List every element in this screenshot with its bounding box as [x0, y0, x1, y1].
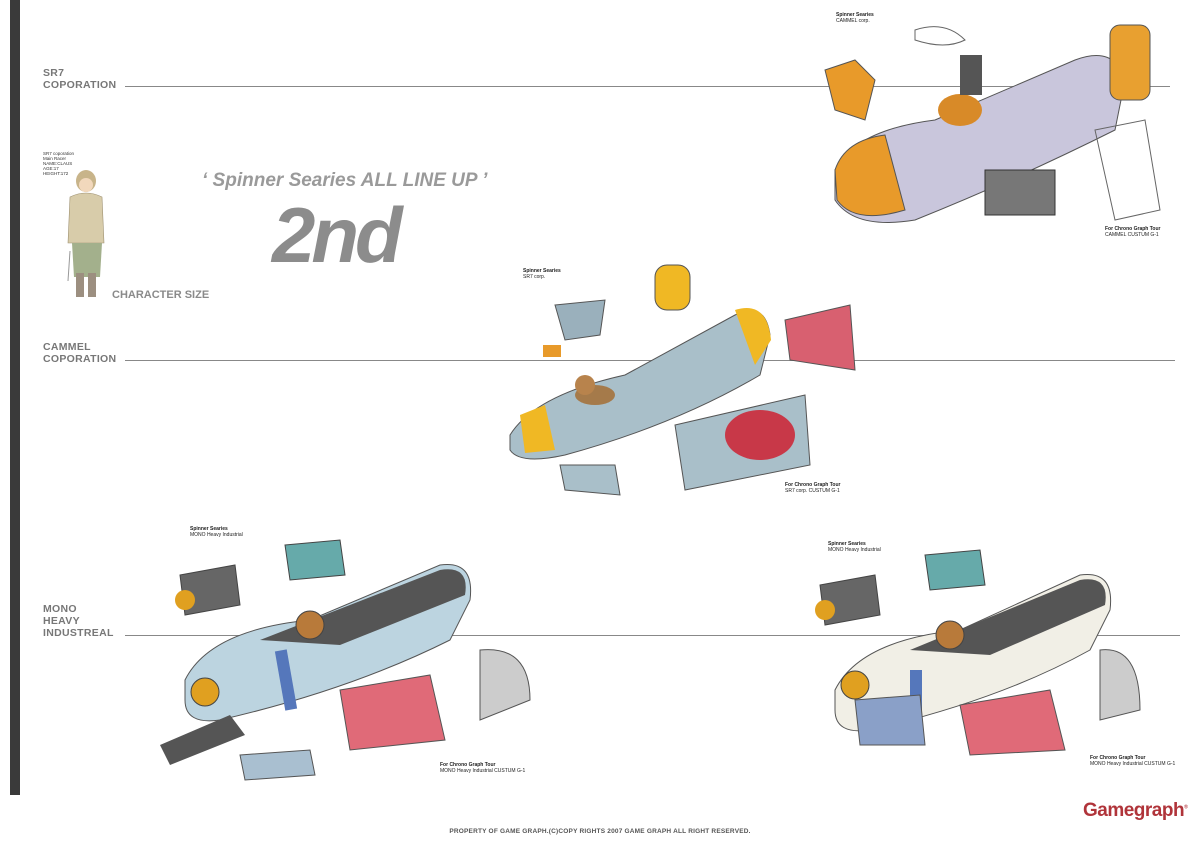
info-line: Main Racer [43, 156, 67, 161]
section-mono: MONO HEAVY INDUSTREAL [43, 603, 114, 639]
section-divider [125, 360, 1175, 361]
section-label: SR7 [43, 67, 65, 79]
sheet-caption: For Chrono Graph Tour CAMMEL CUSTUM G-1 [1105, 226, 1160, 238]
section-label: COPORATION [43, 353, 117, 365]
corp-name: CAMMEL corp. [836, 18, 870, 24]
section-divider [125, 635, 1180, 636]
sheet-caption: For Chrono Graph Tour SR7 corp. CUSTUM G… [785, 482, 840, 494]
character-size-label: CHARACTER SIZE [112, 289, 210, 301]
series-name: Spinner Searies [523, 268, 561, 274]
sheet-label: Spinner Searies SR7 corp. [523, 268, 561, 280]
section-label: CAMMEL [43, 341, 91, 353]
section-label: HEAVY [43, 615, 80, 627]
caption-model: SR7 corp. CUSTUM G-1 [785, 488, 840, 494]
info-line: NAME:CLAUS [43, 161, 73, 166]
series-name: Spinner Searies [828, 541, 866, 547]
caption-title: For Chrono Graph Tour [1090, 755, 1146, 761]
vehicle-illustration-cammel [824, 24, 1161, 223]
sheet-label: Spinner Searies CAMMEL corp. [836, 12, 874, 24]
series-name: Spinner Searies [836, 12, 874, 18]
section-label: MONO [43, 603, 77, 615]
section-cammel: CAMMEL COPORATION [43, 341, 116, 365]
caption-title: For Chrono Graph Tour [440, 762, 496, 768]
vehicle-illustration-mono-white [815, 549, 1141, 756]
series-name: Spinner Searies [190, 526, 228, 532]
corp-name: SR7 corp. [523, 274, 546, 280]
left-border-bar [10, 0, 20, 795]
caption-title: For Chrono Graph Tour [1105, 226, 1161, 232]
section-divider [125, 86, 1170, 87]
caption-model: MONO Heavy Industrial CUSTUM G-1 [1090, 761, 1176, 767]
section-label: COPORATION [43, 79, 117, 91]
vehicle-illustration-sr7 [509, 264, 856, 496]
caption-title: For Chrono Graph Tour [785, 482, 841, 488]
copyright-footer: PROPERTY OF GAME GRAPH.(C)COPY RIGHTS 20… [449, 828, 751, 835]
info-line: SR7 coporation [43, 151, 75, 156]
caption-model: CAMMEL CUSTUM G-1 [1105, 232, 1159, 238]
section-label: INDUSTREAL [43, 627, 114, 639]
info-line: HEIGHT:172 [43, 171, 69, 176]
character-illustration [67, 170, 105, 297]
sheet-caption: For Chrono Graph Tour MONO Heavy Industr… [440, 762, 525, 774]
sheet-label: Spinner Searies MONO Heavy Industrial [190, 526, 243, 538]
edition-label: 2nd [272, 191, 403, 279]
gamegraph-logo: Gamegraph® [1083, 800, 1188, 821]
vehicle-illustration-mono-blue [160, 539, 531, 781]
page-title: ‘ Spinner Searies ALL LINE UP ’ [202, 170, 488, 191]
caption-model: MONO Heavy Industrial CUSTUM G-1 [440, 768, 526, 774]
section-sr7: SR7 COPORATION [43, 67, 116, 91]
info-line: AGE:17 [43, 166, 59, 171]
corp-name: MONO Heavy Industrial [190, 532, 243, 538]
logo-text: Gamegraph [1083, 800, 1185, 821]
sheet-label: Spinner Searies MONO Heavy Industrial [828, 541, 881, 553]
sheet-caption: For Chrono Graph Tour MONO Heavy Industr… [1090, 755, 1175, 767]
corp-name: MONO Heavy Industrial [828, 547, 881, 553]
character-info: SR7 coporation Main Racer NAME:CLAUS AGE… [43, 151, 74, 176]
